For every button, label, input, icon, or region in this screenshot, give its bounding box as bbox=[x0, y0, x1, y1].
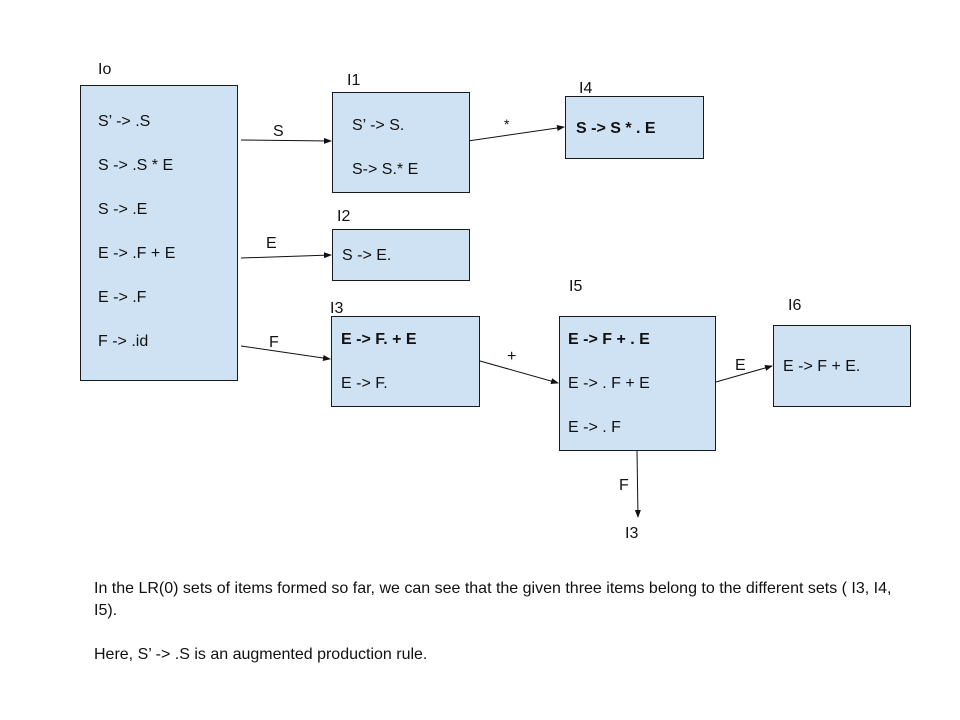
item: E -> F. bbox=[341, 375, 388, 392]
item: S -> .S * E bbox=[98, 157, 174, 174]
item: E -> .F + E bbox=[98, 245, 176, 262]
item: E -> F + . E bbox=[568, 331, 650, 348]
caption-paragraph-2: Here, S’ -> .S is an augmented productio… bbox=[94, 646, 428, 663]
edge-label-e2: E bbox=[735, 357, 746, 374]
state-label-i2: I2 bbox=[337, 208, 351, 225]
state-box-i3[interactable]: E -> F. + E E -> F. bbox=[331, 316, 480, 407]
item: S -> E. bbox=[342, 247, 392, 264]
item: E -> .F bbox=[98, 289, 147, 306]
item: S’ -> .S bbox=[98, 113, 151, 130]
edge-label-f: F bbox=[269, 334, 279, 351]
edge-label-s: S bbox=[273, 123, 284, 140]
item: S -> S * . E bbox=[576, 120, 656, 137]
state-box-i2[interactable]: S -> E. bbox=[332, 229, 470, 281]
edge-label-f2: F bbox=[619, 477, 629, 494]
item: F -> .id bbox=[98, 333, 149, 350]
state-box-i6[interactable]: E -> F + E. bbox=[773, 325, 911, 407]
edge-i1-i4 bbox=[460, 125, 565, 143]
edge-label-plus: + bbox=[507, 348, 517, 365]
edge-i0-i1 bbox=[240, 137, 332, 144]
caption-paragraph-1: In the LR(0) sets of items formed so far… bbox=[94, 580, 892, 619]
edge-i3-i5 bbox=[479, 360, 559, 384]
state-label-i0: Io bbox=[98, 61, 112, 78]
edge-label-star: * bbox=[504, 116, 510, 132]
item: E -> F. + E bbox=[341, 331, 417, 348]
state-box-i5[interactable]: E -> F + . E E -> . F + E E -> . F bbox=[559, 316, 716, 451]
state-label-i5: I5 bbox=[569, 278, 583, 295]
state-box-i4[interactable]: S -> S * . E bbox=[565, 96, 704, 159]
state-label-i6: I6 bbox=[788, 297, 802, 314]
goto-target-i3: I3 bbox=[625, 525, 639, 542]
item: S’ -> S. bbox=[352, 117, 405, 134]
item: S -> .E bbox=[98, 201, 148, 218]
state-label-i3: I3 bbox=[330, 300, 344, 317]
state-box-i0[interactable]: S’ -> .S S -> .S * E S -> .E E -> .F + E… bbox=[80, 85, 238, 381]
state-box-i1[interactable]: S’ -> S. S-> S.* E bbox=[332, 92, 470, 193]
edge-i0-i3 bbox=[240, 345, 331, 361]
edge-i5-i3 bbox=[634, 450, 641, 518]
edge-i0-i2 bbox=[240, 252, 332, 259]
item: S-> S.* E bbox=[352, 161, 419, 178]
state-label-i1: I1 bbox=[347, 72, 361, 89]
edge-label-e: E bbox=[266, 235, 277, 252]
item: E -> F + E. bbox=[783, 358, 861, 375]
edge-i5-i6 bbox=[715, 365, 773, 383]
item: E -> . F + E bbox=[568, 375, 650, 392]
state-label-i4: I4 bbox=[579, 80, 593, 97]
item: E -> . F bbox=[568, 419, 621, 436]
